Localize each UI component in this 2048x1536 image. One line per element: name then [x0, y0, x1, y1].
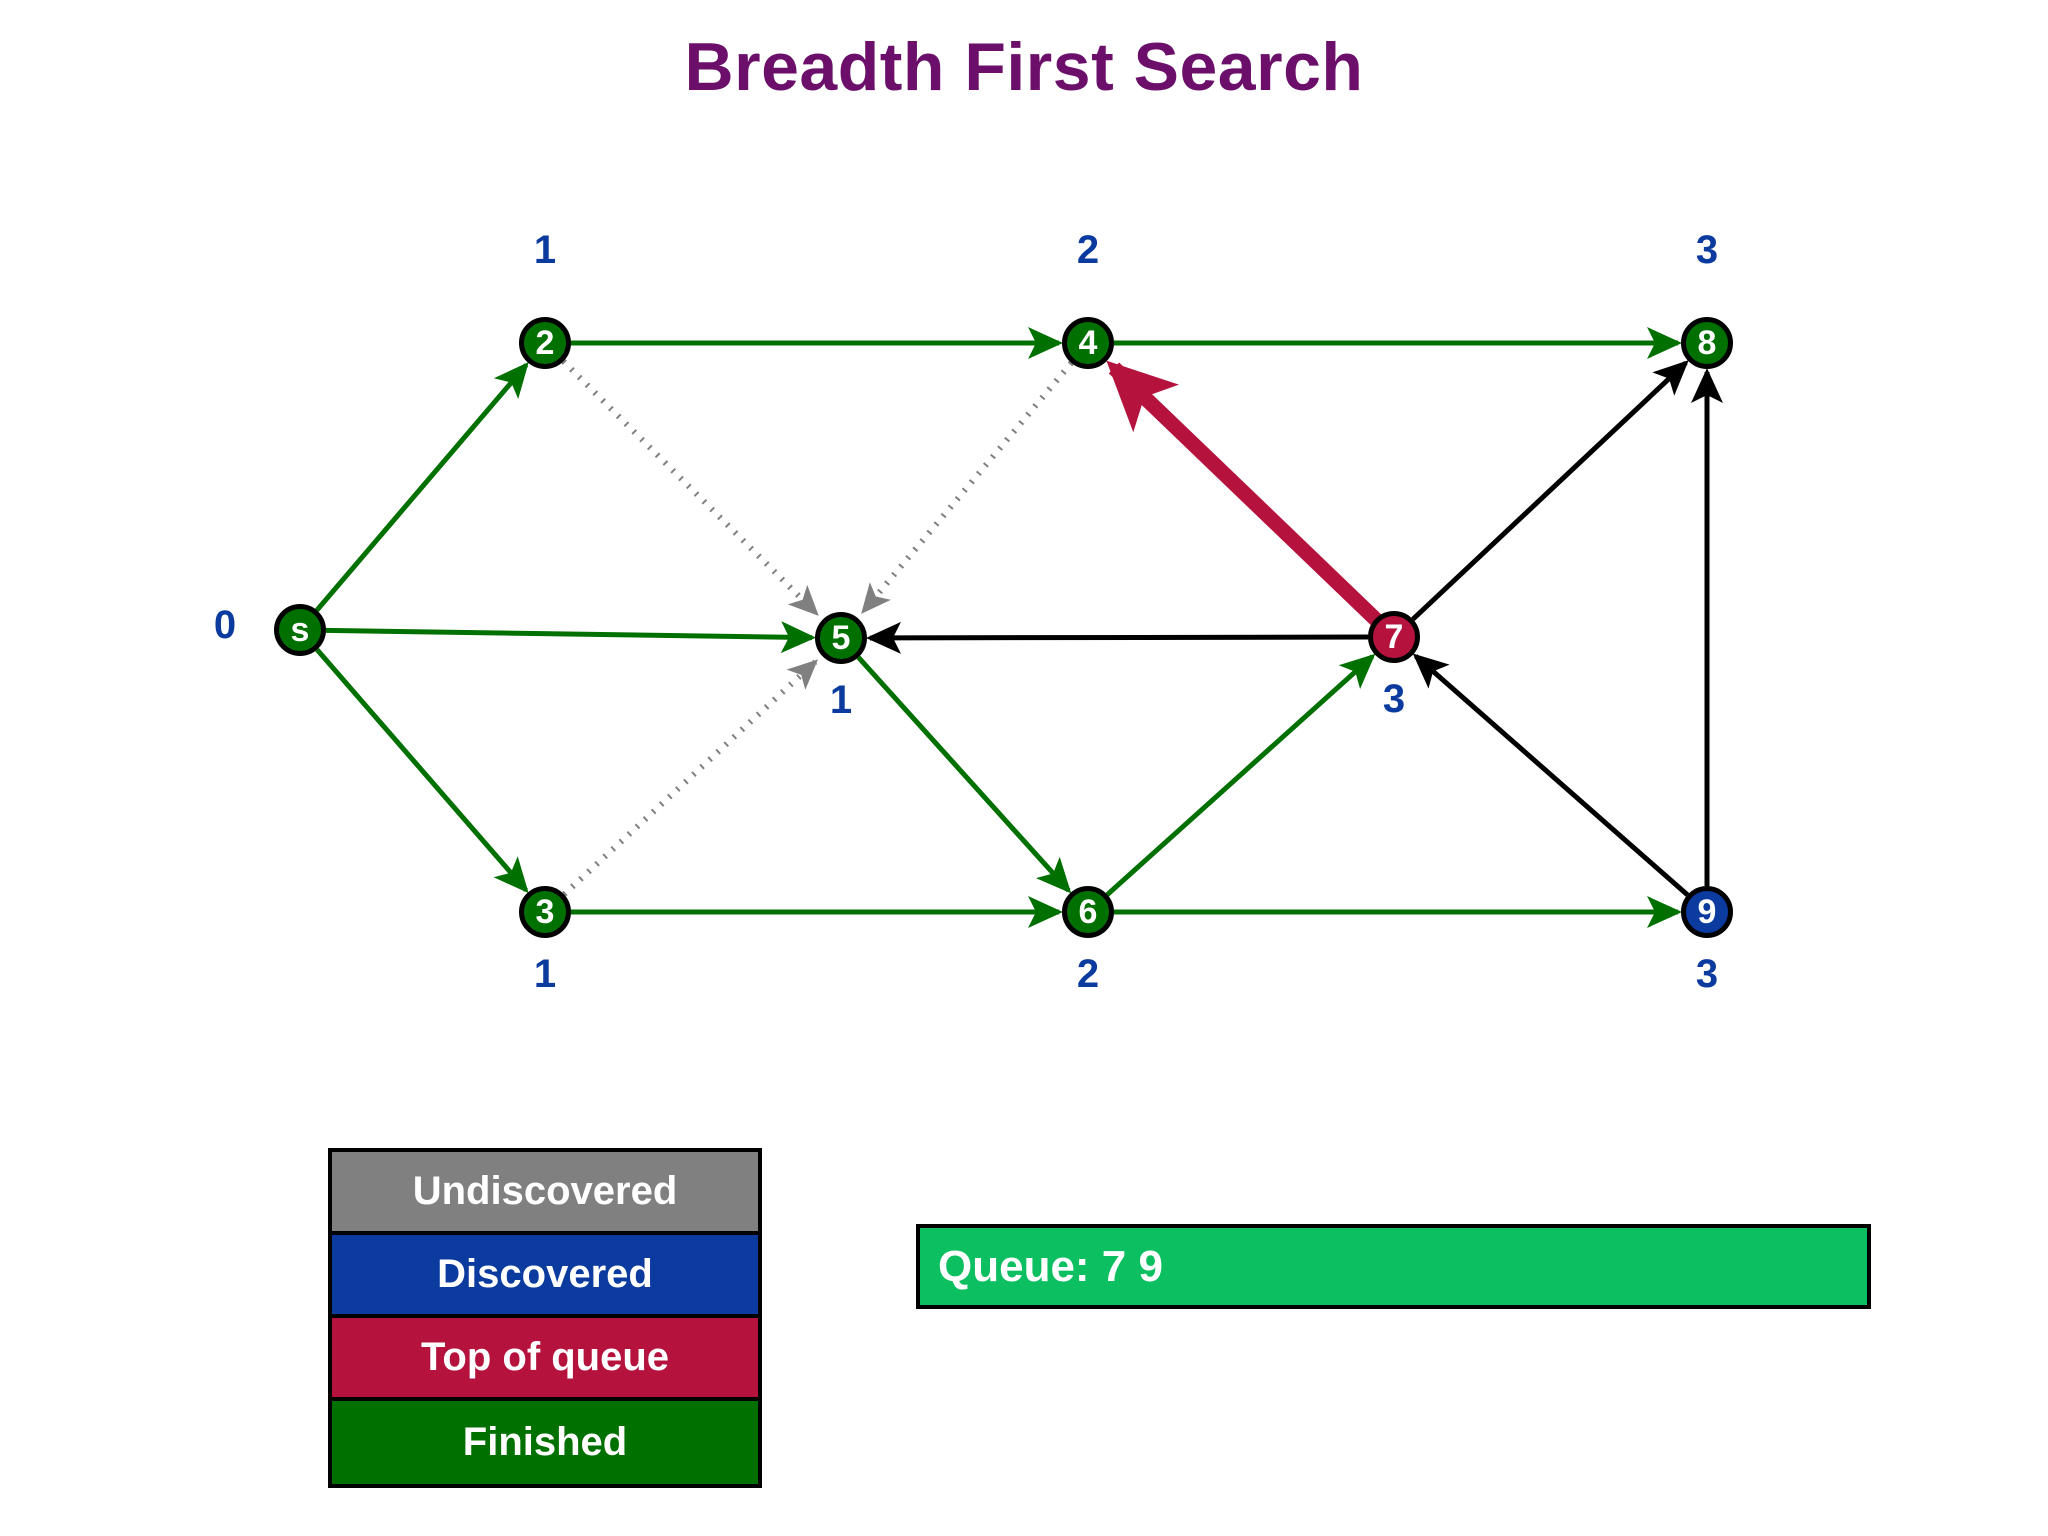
node-distance-8: 3	[1695, 228, 1719, 272]
node-distance-6: 2	[1076, 952, 1100, 996]
edge-9-7	[1412, 653, 1690, 897]
edge-5-6	[856, 655, 1072, 894]
queue-box: Queue: 7 9	[916, 1224, 1871, 1309]
edge-layer	[314, 327, 1723, 928]
edge-3-5	[562, 659, 818, 897]
legend-row-undiscovered: Undiscovered	[332, 1152, 758, 1235]
edge-7-8	[1411, 360, 1689, 622]
node-distance-3: 1	[533, 952, 557, 996]
node-label: 6	[1078, 893, 1098, 931]
graph-node-8[interactable]: 8	[1681, 317, 1733, 369]
legend-label: Finished	[462, 1420, 628, 1464]
node-label: 7	[1384, 618, 1404, 656]
edge-7-5	[865, 621, 1369, 654]
legend-label: Undiscovered	[412, 1169, 678, 1213]
node-label: 4	[1078, 324, 1098, 362]
queue-text: Queue: 7 9	[938, 1241, 1163, 1291]
edge-s-2	[314, 362, 529, 612]
node-label: 3	[535, 893, 555, 931]
edge-s-5	[325, 621, 817, 654]
legend-label: Top of queue	[420, 1335, 670, 1379]
node-distance-7: 3	[1382, 677, 1406, 721]
graph-node-5[interactable]: 5	[815, 612, 867, 664]
page-title: Breadth First Search	[684, 29, 1364, 105]
legend-label: Discovered	[437, 1252, 653, 1296]
edge-4-5	[861, 361, 1074, 614]
legend-row-discovered: Discovered	[332, 1235, 758, 1318]
graph-node-9[interactable]: 9	[1681, 886, 1733, 938]
graph-node-7[interactable]: 7	[1368, 611, 1420, 663]
legend-row-finished: Finished	[332, 1401, 758, 1484]
legend-row-top-of-queue: Top of queue	[332, 1318, 758, 1401]
node-distance-5: 1	[829, 678, 853, 722]
edge-7-4	[1106, 360, 1384, 628]
node-distance-2: 1	[533, 228, 557, 272]
node-distance-s: 0	[213, 603, 237, 647]
graph-node-6[interactable]: 6	[1062, 886, 1114, 938]
node-distance-9: 3	[1695, 952, 1719, 996]
edge-6-7	[1105, 653, 1376, 897]
node-label: 2	[535, 324, 555, 362]
edge-2-5	[561, 359, 819, 616]
node-label: 5	[831, 619, 851, 657]
graph-node-3[interactable]: 3	[519, 886, 571, 938]
node-distance-4: 2	[1076, 228, 1100, 272]
graph-node-2[interactable]: 2	[519, 317, 571, 369]
node-label: s	[290, 611, 310, 649]
node-label: 8	[1697, 324, 1717, 362]
graph-node-s[interactable]: s	[274, 604, 326, 656]
graph-node-4[interactable]: 4	[1062, 317, 1114, 369]
edge-s-3	[315, 647, 529, 894]
node-label: 9	[1697, 893, 1717, 931]
